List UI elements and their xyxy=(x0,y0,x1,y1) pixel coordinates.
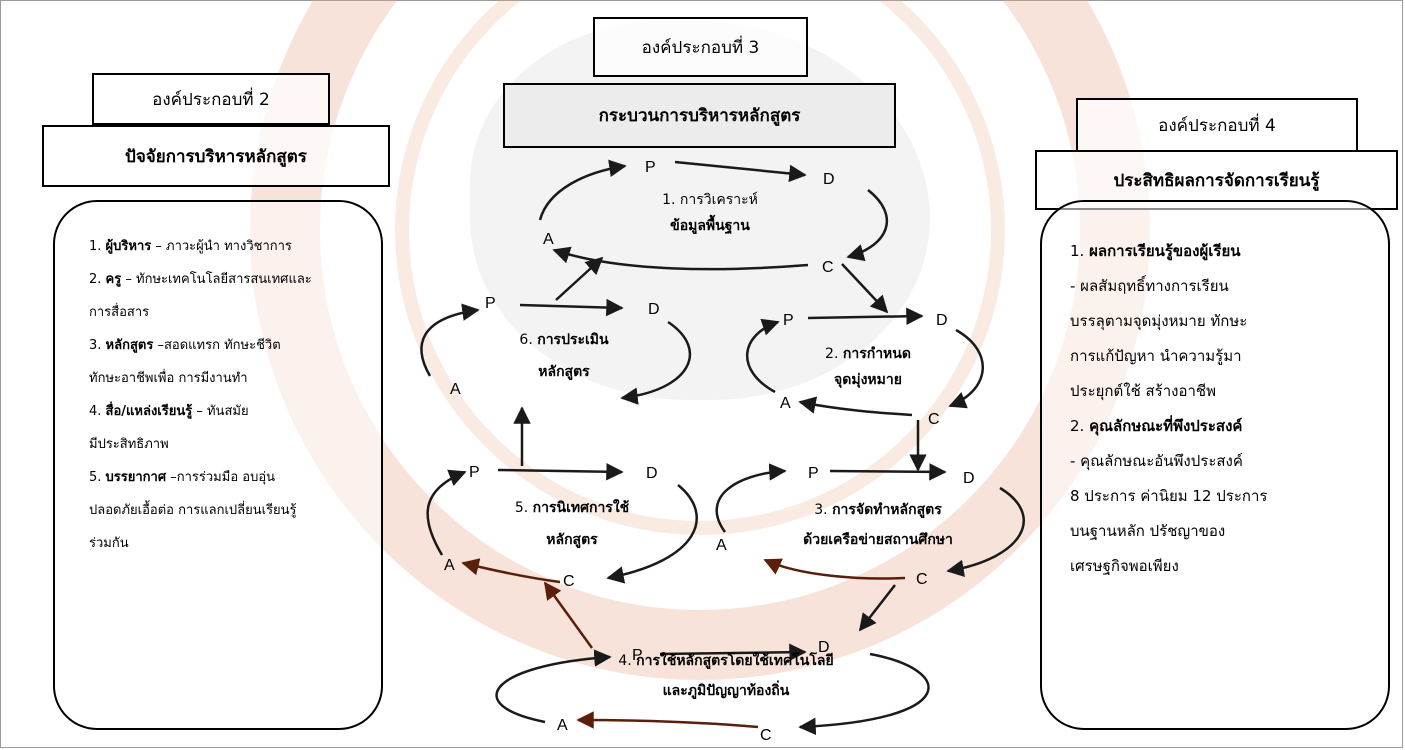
cycle2-p-label: P xyxy=(783,312,794,329)
component3-title-box: องค์ประกอบที่ 3 xyxy=(593,17,808,77)
cycle5-c-label: C xyxy=(563,573,575,590)
cycle4-d-label: D xyxy=(818,639,830,656)
link-6-to-1-arrow xyxy=(555,256,604,301)
cycle3-a-to-p-arrow xyxy=(715,463,787,533)
cycle1-d-label: D xyxy=(823,171,835,188)
cycle3-c-label: C xyxy=(916,571,928,588)
cycle4-title-line2: และภูมิปัญญาท้องถิ่น xyxy=(663,680,790,699)
outcome-line: บนฐานหลัก ปรัชญาของ xyxy=(1070,522,1226,540)
component3-subtitle: กระบวนการบริหารหลักสูตร xyxy=(598,106,801,126)
component4-subtitle: ประสิทธิผลการจัดการเรียนรู้ xyxy=(1113,170,1320,191)
cycle6-d-label: D xyxy=(648,301,660,318)
cycle5-d-label: D xyxy=(646,465,658,482)
factor-line: มีประสิทธิภาพ xyxy=(89,437,169,452)
component2-title-box: องค์ประกอบที่ 2 xyxy=(92,73,330,125)
cycle4-a-label: A xyxy=(557,717,568,734)
link-4-to-5-arrow xyxy=(543,581,594,649)
cycle4-title-line1: 4. การใช้หลักสูตรโดยใช้เทคโนโลยี xyxy=(618,651,833,669)
cycle5-title-line1: 5. การนิเทศการใช้ xyxy=(515,498,630,516)
cycle5-d-to-c-arrow xyxy=(606,484,698,584)
outcome-line: 8 ประการ ค่านิยม 12 ประการ xyxy=(1070,487,1268,505)
factor-line: 2. ครู – ทักษะเทคโนโลยีสารสนเทศและ xyxy=(89,272,312,287)
cycle6-title-line2: หลักสูตร xyxy=(538,364,590,380)
cycle3-title-line2: ด้วยเครือข่ายสถานศึกษา xyxy=(803,531,953,548)
cycle6-p-label: P xyxy=(485,295,496,312)
cycle5-title-line2: หลักสูตร xyxy=(546,532,598,548)
cycle5-c-to-a-arrow xyxy=(461,558,561,584)
cycle3-c-to-a-arrow xyxy=(763,558,906,580)
cycle1-c-to-a-arrow xyxy=(552,246,809,271)
component3-subtitle-box: กระบวนการบริหารหลักสูตร xyxy=(503,83,896,148)
component2-factors-panel: 1. ผู้บริหาร – ภาวะผู้นำ ทางวิชาการ 2. ค… xyxy=(53,200,383,730)
factor-line: ปลอดภัยเอื้อต่อ การแลกเปลี่ยนเรียนรู้ xyxy=(89,503,297,518)
cycle2-p-to-d-arrow xyxy=(807,307,924,326)
component4-effectiveness-panel: 1. ผลการเรียนรู้ของผู้เรียน - ผลสัมฤทธิ์… xyxy=(1040,200,1390,730)
factor-line: 1. ผู้บริหาร – ภาวะผู้นำ ทางวิชาการ xyxy=(89,239,292,254)
link-1-to-2-arrow xyxy=(841,263,889,314)
cycle2-d-to-c-arrow xyxy=(948,328,984,409)
cycle1-title-line2: ข้อมูลพื้นฐาน xyxy=(670,214,750,235)
cycle6-a-label: A xyxy=(450,381,461,398)
cycle6-d-to-c-arrow xyxy=(620,320,691,405)
outcome-line: เศรษฐกิจพอเพียง xyxy=(1070,557,1179,575)
cycle3-d-to-c-arrow xyxy=(946,486,1025,577)
cycle2-d-label: D xyxy=(936,312,948,329)
link-3-to-4-arrow xyxy=(858,584,896,632)
component3-title: องค์ประกอบที่ 3 xyxy=(641,37,760,58)
cycle6-p-to-d-arrow xyxy=(519,298,624,317)
factor-line: 5. บรรยากาศ –การร่วมมือ อบอุ่น xyxy=(89,470,276,485)
outcome-line: 1. ผลการเรียนรู้ของผู้เรียน xyxy=(1070,242,1241,260)
cycle4-c-label: C xyxy=(760,727,772,744)
cycle4-c-to-a-arrow xyxy=(576,711,759,729)
cycle1-a-to-p-arrow xyxy=(538,159,627,221)
cycle3-a-label: A xyxy=(716,537,727,554)
cycle2-c-label: C xyxy=(928,411,940,428)
cycle5-a-to-p-arrow xyxy=(426,469,467,556)
cycle4-d-to-c-arrow xyxy=(798,652,930,736)
component2-subtitle-box: ปัจจัยการบริหารหลักสูตร xyxy=(42,125,390,187)
outcome-line: บรรลุตามจุดมุ่งหมาย ทักษะ xyxy=(1070,312,1248,330)
cycle2-a-label: A xyxy=(780,395,791,412)
cycle4-p-to-d-arrow xyxy=(659,643,807,661)
component4-title-box: องค์ประกอบที่ 4 xyxy=(1076,98,1358,152)
cycle5-p-to-d-arrow xyxy=(497,462,624,481)
cycle2-a-to-p-arrow xyxy=(746,318,780,394)
cycle5-a-label: A xyxy=(444,557,455,574)
cycle2-title-line1: 2. การกำหนด xyxy=(825,346,911,362)
cycle5-p-label: P xyxy=(469,464,480,481)
outcome-line: - คุณลักษณะอันพึงประสงค์ xyxy=(1070,452,1243,470)
cycle6-title-line1: 6. การประเมิน xyxy=(519,332,609,348)
outcome-line: ประยุกต์ใช้ สร้างอาชีพ xyxy=(1070,382,1216,400)
outcome-line: 2. คุณลักษณะที่พึงประสงค์ xyxy=(1070,417,1243,435)
cycle2-title-line2: จุดมุ่งหมาย xyxy=(834,372,902,388)
factor-line: ทักษะอาชีพเพื่อ การมีงานทำ xyxy=(89,371,248,386)
component2-subtitle: ปัจจัยการบริหารหลักสูตร xyxy=(125,146,307,167)
cycle1-d-to-c-arrow xyxy=(846,189,888,262)
cycle3-d-label: D xyxy=(963,470,975,487)
outcome-line: การแก้ปัญหา นำความรู้มา xyxy=(1070,347,1242,365)
cycle2-c-to-a-arrow xyxy=(798,396,913,417)
factor-line: 4. สื่อ/แหล่งเรียนรู้ – ทันสมัย xyxy=(89,404,249,419)
outcome-line: - ผลสัมฤทธิ์ทางการเรียน xyxy=(1070,277,1229,295)
cycle3-p-label: P xyxy=(808,465,819,482)
factor-line: 3. หลักสูตร –สอดแทรก ทักษะชีวิต xyxy=(89,338,281,353)
cycle1-a-label: A xyxy=(543,231,554,248)
cycle1-c-label: C xyxy=(822,259,834,276)
cycle3-p-to-d-arrow xyxy=(829,463,947,481)
component4-title: องค์ประกอบที่ 4 xyxy=(1158,115,1276,136)
factor-line: การสื่อสาร xyxy=(89,305,150,320)
cycle3-title-line1: 3. การจัดทำหลักสูตร xyxy=(814,502,942,518)
factor-line: ร่วมกัน xyxy=(89,536,129,551)
cycle6-a-to-p-arrow xyxy=(420,303,480,377)
cycle4-a-to-p-arrow xyxy=(495,649,612,724)
cycle1-p-label: P xyxy=(645,159,656,176)
cycle1-title-line1: 1. การวิเคราะห์ xyxy=(662,191,758,208)
cycle4-p-label: P xyxy=(632,647,643,664)
component2-title: องค์ประกอบที่ 2 xyxy=(152,89,270,110)
cycle1-p-to-d-arrow xyxy=(674,160,807,183)
